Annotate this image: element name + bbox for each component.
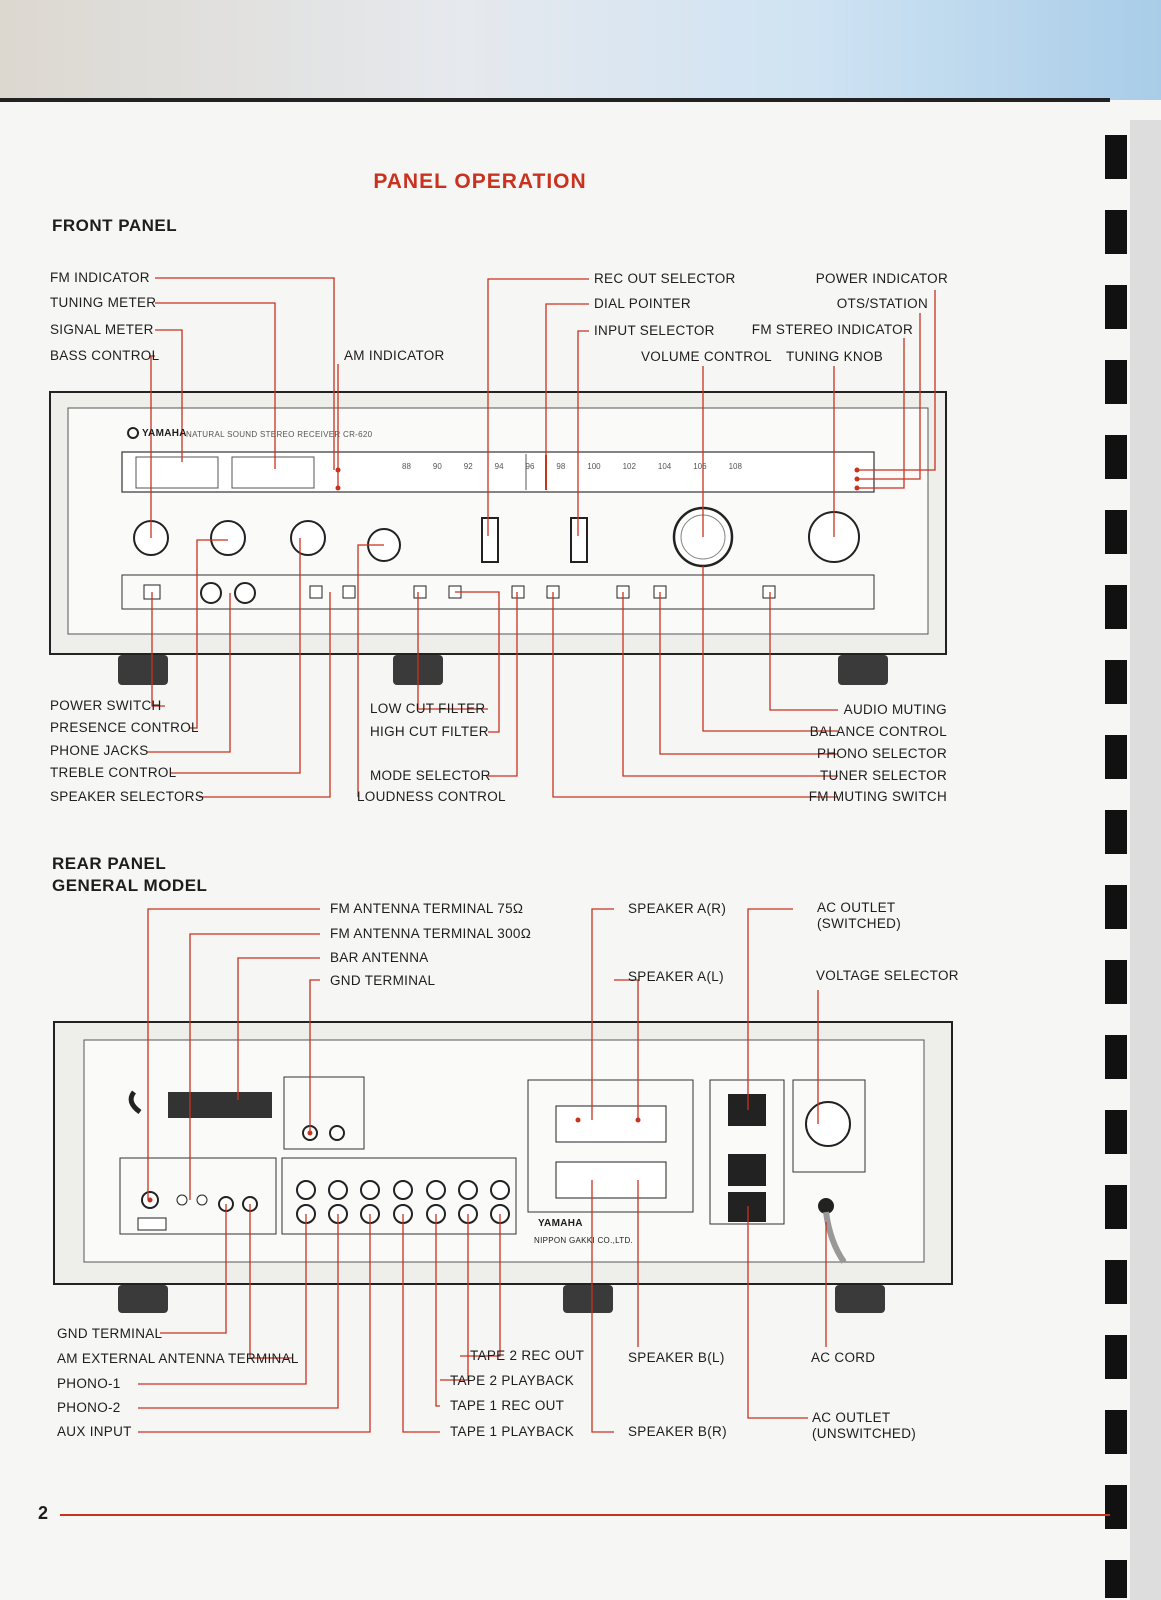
label-ac-outlet-unswitched-note: (UNSWITCHED): [812, 1426, 917, 1441]
label-fm-muting-switch: FM MUTING SWITCH: [808, 789, 947, 804]
label-audio-muting: AUDIO MUTING: [843, 702, 947, 717]
label-fm-indicator: FM INDICATOR: [50, 270, 150, 285]
label-presence-control: PRESENCE CONTROL: [50, 720, 199, 735]
label-ac-outlet-switched: AC OUTLET: [817, 900, 896, 915]
page-top-edge: [0, 98, 1110, 102]
dial-number: 96: [525, 462, 535, 471]
label-tape1-playback: TAPE 1 PLAYBACK: [450, 1424, 575, 1439]
front-model-line: NATURAL SOUND STEREO RECEIVER CR-620: [186, 430, 373, 439]
dial-scale: 88 90 92 94 96 98 100 102 104 106 108: [402, 462, 742, 471]
label-fm-antenna-75: FM ANTENNA TERMINAL 75Ω: [330, 901, 524, 916]
label-am-external-antenna: AM EXTERNAL ANTENNA TERMINAL: [57, 1351, 299, 1366]
scan-top-margin: [0, 0, 1161, 100]
label-phono-1: PHONO-1: [57, 1376, 121, 1391]
label-rec-out-selector: REC OUT SELECTOR: [594, 271, 736, 286]
page-number: 2: [38, 1503, 49, 1523]
label-phone-jacks: PHONE JACKS: [50, 743, 149, 758]
label-speaker-b-r: SPEAKER B(R): [628, 1424, 727, 1439]
rear-panel-subheading: GENERAL MODEL: [52, 876, 208, 895]
dial-number: 88: [402, 462, 411, 471]
rear-brand-logo: YAMAHA: [538, 1218, 583, 1229]
label-loudness-control: LOUDNESS CONTROL: [357, 789, 506, 804]
footer-rule: [60, 1514, 1110, 1516]
dial-number: 102: [622, 462, 636, 471]
label-signal-meter: SIGNAL METER: [50, 322, 154, 337]
label-ac-outlet-switched-note: (SWITCHED): [817, 916, 901, 931]
label-input-selector: INPUT SELECTOR: [594, 323, 715, 338]
label-mode-selector: MODE SELECTOR: [370, 768, 491, 783]
label-speaker-a-r: SPEAKER A(R): [628, 901, 727, 916]
dial-number: 98: [556, 462, 566, 471]
label-speaker-a-l: SPEAKER A(L): [628, 969, 724, 984]
label-gnd-terminal-top: GND TERMINAL: [330, 973, 436, 988]
label-phono-selector: PHONO SELECTOR: [817, 746, 947, 761]
label-tuning-meter: TUNING METER: [50, 295, 157, 310]
dial-number: 94: [494, 462, 504, 471]
rear-maker: NIPPON GAKKI CO.,LTD.: [534, 1236, 634, 1245]
label-power-indicator: POWER INDICATOR: [815, 271, 948, 286]
label-dial-pointer: DIAL POINTER: [594, 296, 691, 311]
page-title: PANEL OPERATION: [373, 170, 587, 193]
dial-number: 106: [693, 462, 707, 471]
dial-number: 92: [463, 462, 473, 471]
label-tape1-rec-out: TAPE 1 REC OUT: [450, 1398, 565, 1413]
label-fm-stereo-indicator: FM STEREO INDICATOR: [751, 322, 913, 337]
label-bar-antenna: BAR ANTENNA: [330, 950, 429, 965]
label-phono-2: PHONO-2: [57, 1400, 121, 1415]
label-low-cut-filter: LOW CUT FILTER: [370, 701, 486, 716]
label-power-switch: POWER SWITCH: [50, 698, 162, 713]
label-gnd-terminal-bottom: GND TERMINAL: [57, 1326, 163, 1341]
spiral-binding: [1105, 120, 1161, 1600]
dial-number: 108: [728, 462, 742, 471]
label-ots-station: OTS/STATION: [836, 296, 928, 311]
label-aux-input: AUX INPUT: [57, 1424, 132, 1439]
label-voltage-selector: VOLTAGE SELECTOR: [816, 968, 959, 983]
label-tuning-knob: TUNING KNOB: [786, 349, 884, 364]
dial-number: 90: [432, 462, 442, 471]
label-bass-control: BASS CONTROL: [50, 348, 160, 363]
label-tuner-selector: TUNER SELECTOR: [820, 768, 947, 783]
label-treble-control: TREBLE CONTROL: [50, 765, 177, 780]
label-tape2-rec-out: TAPE 2 REC OUT: [470, 1348, 585, 1363]
label-tape2-playback: TAPE 2 PLAYBACK: [450, 1373, 575, 1388]
front-brand-logo: YAMAHA: [142, 428, 187, 439]
front-panel-heading: FRONT PANEL: [52, 216, 178, 235]
label-fm-antenna-300: FM ANTENNA TERMINAL 300Ω: [330, 926, 532, 941]
label-volume-control: VOLUME CONTROL: [641, 349, 772, 364]
label-high-cut-filter: HIGH CUT FILTER: [370, 724, 489, 739]
label-am-indicator: AM INDICATOR: [344, 348, 445, 363]
rear-panel-heading: REAR PANEL: [52, 854, 167, 873]
label-balance-control: BALANCE CONTROL: [809, 724, 947, 739]
label-ac-cord: AC CORD: [811, 1350, 876, 1365]
dial-number: 104: [657, 462, 672, 471]
label-ac-outlet-unswitched: AC OUTLET: [812, 1410, 891, 1425]
label-speaker-b-l: SPEAKER B(L): [628, 1350, 725, 1365]
label-speaker-selectors: SPEAKER SELECTORS: [50, 789, 205, 804]
dial-number: 100: [587, 462, 601, 471]
